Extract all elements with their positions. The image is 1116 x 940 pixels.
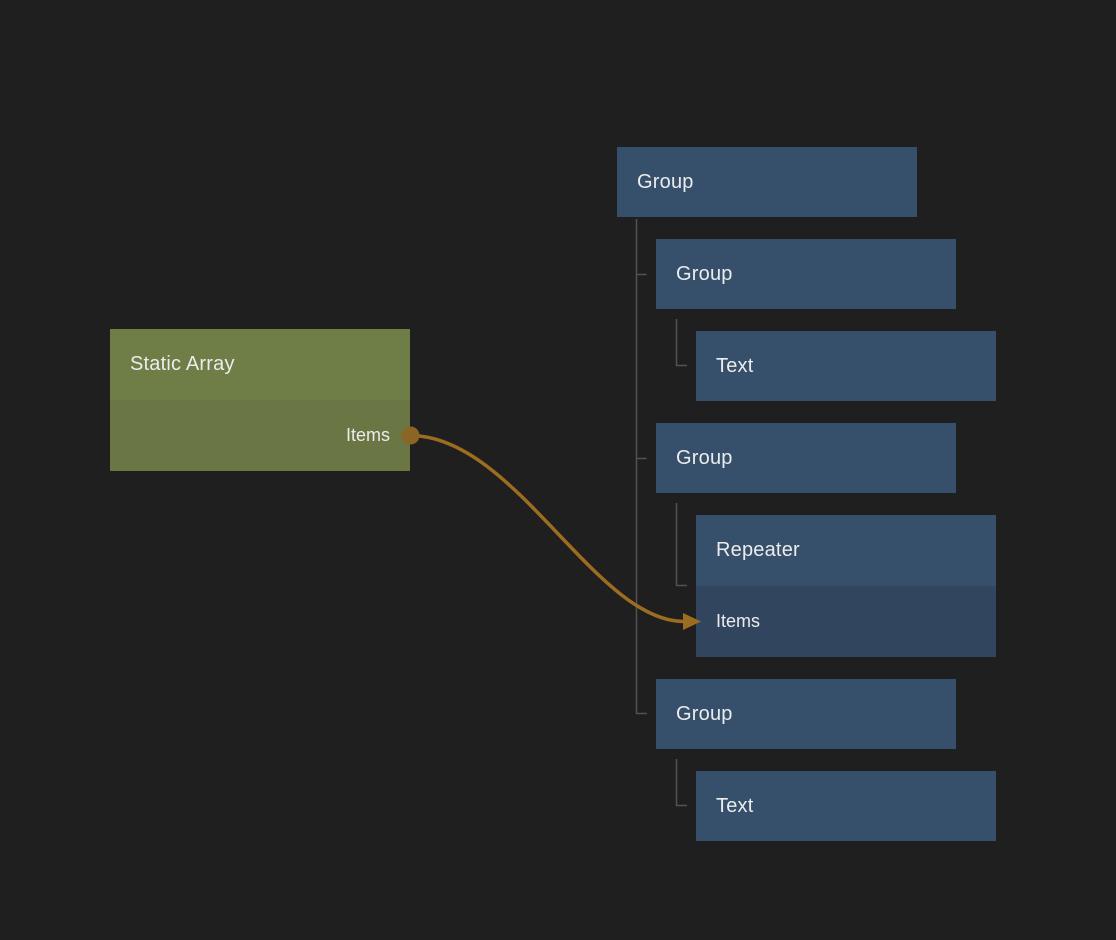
node-group-child-2[interactable]: Group bbox=[656, 423, 956, 493]
node-title-label: Text bbox=[716, 794, 754, 817]
node-group-child-1[interactable]: Group bbox=[656, 239, 956, 309]
connection-wire[interactable] bbox=[409, 433, 685, 624]
node-static-array[interactable]: Static Array Items bbox=[110, 329, 410, 471]
node-title-label: Group bbox=[676, 446, 733, 469]
node-title-label: Group bbox=[637, 170, 694, 193]
node-text-2[interactable]: Text bbox=[696, 771, 996, 841]
node-repeater-input-port-row[interactable]: Items bbox=[696, 586, 996, 657]
node-repeater-title: Repeater bbox=[696, 515, 996, 586]
node-title-label: Repeater bbox=[716, 539, 800, 561]
node-title-label: Group bbox=[676, 262, 733, 285]
node-text-1[interactable]: Text bbox=[696, 331, 996, 401]
node-group-root-title: Group bbox=[617, 147, 917, 217]
output-port-label: Items bbox=[345, 425, 390, 445]
node-static-array-output-port-row[interactable]: Items bbox=[110, 400, 410, 471]
node-text-2-title: Text bbox=[696, 771, 996, 841]
node-text-1-title: Text bbox=[696, 331, 996, 401]
node-static-array-title[interactable]: Static Array bbox=[110, 329, 410, 400]
node-group-child-2-title: Group bbox=[656, 423, 956, 493]
node-group-child-3-title: Group bbox=[656, 679, 956, 749]
node-title-label: Group bbox=[676, 702, 733, 725]
node-title-label: Text bbox=[716, 354, 754, 377]
node-repeater[interactable]: Repeater Items bbox=[696, 515, 996, 657]
node-group-root[interactable]: Group bbox=[617, 147, 917, 217]
node-title-label: Static Array bbox=[130, 353, 235, 375]
input-port-label: Items bbox=[716, 611, 761, 631]
node-group-child-1-title: Group bbox=[656, 239, 956, 309]
node-group-child-3[interactable]: Group bbox=[656, 679, 956, 749]
